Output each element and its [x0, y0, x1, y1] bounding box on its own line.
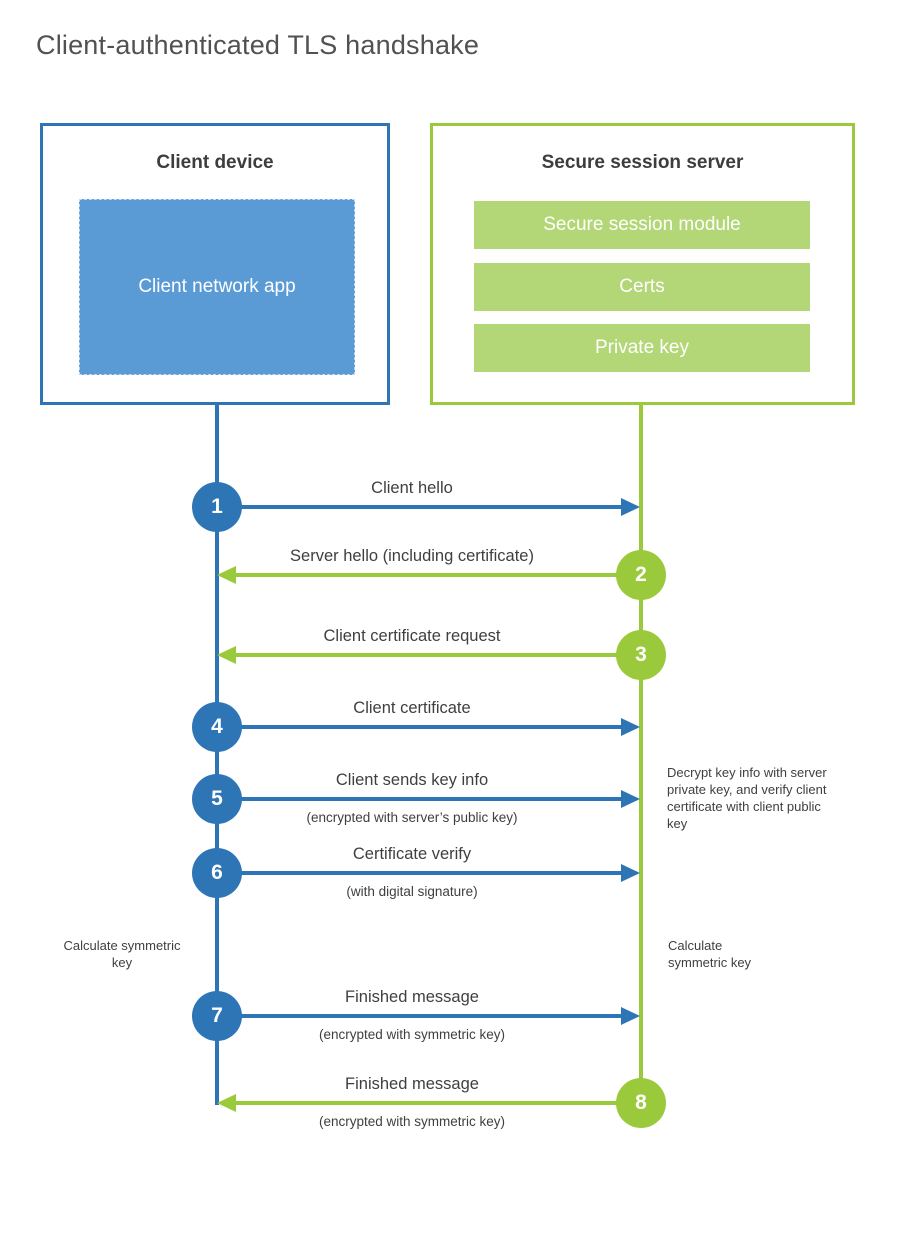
- server-module-bar: Certs: [474, 263, 810, 311]
- server-module-label: Private key: [595, 337, 689, 358]
- client-network-app-label: Client network app: [138, 276, 296, 298]
- server-module-label: Secure session module: [543, 214, 741, 235]
- note-decrypt-key-info: Decrypt key info with server private key…: [667, 765, 827, 831]
- step-2-number: 2: [635, 563, 647, 586]
- step-7-arrow-line: [217, 1014, 622, 1018]
- step-2-arrowhead-left-icon: [217, 566, 236, 584]
- step-1-arrow-line: [217, 505, 622, 509]
- step-8-arrowhead-left-icon: [217, 1094, 236, 1112]
- page-title: Client-authenticated TLS handshake: [36, 30, 480, 60]
- step-5-number: 5: [211, 787, 223, 810]
- step-7-message-label: Finished message: [345, 988, 479, 1006]
- step-3-message-label: Client certificate request: [323, 627, 501, 645]
- step-6-message-sublabel: (with digital signature): [346, 884, 478, 899]
- step-7-circle: 7: [192, 991, 242, 1041]
- step-4-arrow-line: [217, 725, 622, 729]
- client-network-app-box: Client network app: [79, 199, 355, 375]
- step-6-number: 6: [211, 861, 223, 884]
- step-6-arrow-line: [217, 871, 622, 875]
- secure-session-server-box: Secure session server Secure session mod…: [430, 123, 855, 405]
- step-2-arrow-line: [234, 573, 641, 577]
- server-module-bar: Secure session module: [474, 201, 810, 249]
- server-lifeline: [639, 405, 643, 1105]
- step-8-message-label: Finished message: [345, 1075, 479, 1093]
- step-3-circle: 3: [616, 630, 666, 680]
- step-8-arrow-line: [234, 1101, 641, 1105]
- step-4-message-label: Client certificate: [353, 699, 471, 717]
- step-5-message-label: Client sends key info: [335, 771, 489, 789]
- step-4-arrowhead-right-icon: [621, 718, 640, 736]
- step-3-arrow-line: [234, 653, 641, 657]
- step-4-circle: 4: [192, 702, 242, 752]
- step-4-number: 4: [211, 715, 223, 738]
- note-calculate-symmetric-key-server: Calculate symmetric key: [668, 938, 752, 970]
- step-1-circle: 1: [192, 482, 242, 532]
- step-7-number: 7: [211, 1004, 223, 1027]
- step-5-message-sublabel: (encrypted with server’s public key): [306, 810, 518, 825]
- step-3-arrowhead-left-icon: [217, 646, 236, 664]
- step-5-arrowhead-right-icon: [621, 790, 640, 808]
- step-5-circle: 5: [192, 774, 242, 824]
- step-7-message-sublabel: (encrypted with symmetric key): [318, 1027, 506, 1042]
- step-2-circle: 2: [616, 550, 666, 600]
- client-device-title: Client device: [156, 152, 274, 173]
- note-calculate-symmetric-key-client: Calculate symmetric key: [63, 938, 181, 970]
- step-8-number: 8: [635, 1091, 647, 1114]
- step-7-arrowhead-right-icon: [621, 1007, 640, 1025]
- client-device-box: Client device Client network app: [40, 123, 390, 405]
- step-2-message-label: Server hello (including certificate): [290, 547, 534, 565]
- step-1-number: 1: [211, 495, 223, 518]
- step-6-message-label: Certificate verify: [352, 845, 472, 863]
- step-3-number: 3: [635, 643, 647, 666]
- secure-session-server-title: Secure session server: [541, 152, 744, 173]
- step-1-message-label: Client hello: [371, 479, 453, 497]
- server-module-label: Certs: [619, 276, 665, 297]
- step-6-arrowhead-right-icon: [621, 864, 640, 882]
- server-module-bar: Private key: [474, 324, 810, 372]
- step-5-arrow-line: [217, 797, 622, 801]
- client-lifeline: [215, 405, 219, 1105]
- step-1-arrowhead-right-icon: [621, 498, 640, 516]
- step-6-circle: 6: [192, 848, 242, 898]
- step-8-message-sublabel: (encrypted with symmetric key): [318, 1114, 506, 1129]
- step-8-circle: 8: [616, 1078, 666, 1128]
